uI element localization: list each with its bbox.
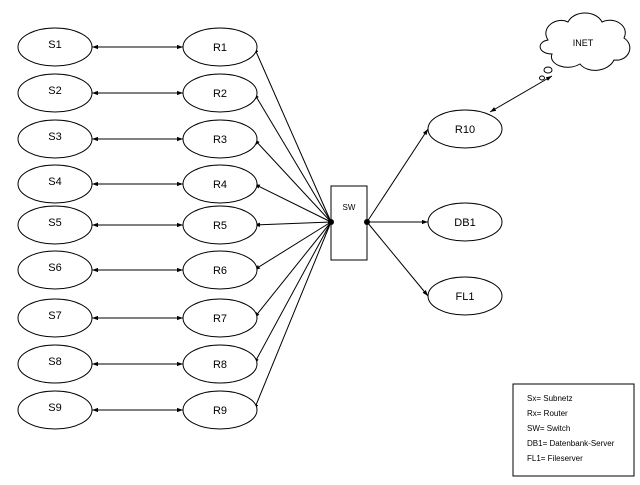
edge-sw-r2 <box>253 92 332 223</box>
edge-sw-r3 <box>253 138 332 223</box>
cloud-bubble <box>543 66 553 74</box>
router-label: R4 <box>213 179 227 191</box>
legend-item: FL1= Fileserver <box>527 454 583 463</box>
subnet-node <box>17 27 93 67</box>
edges-layer <box>92 44 553 413</box>
switch-port-left <box>328 219 334 225</box>
subnet-node <box>17 344 93 384</box>
subnet-label: S2 <box>48 85 61 97</box>
server-label: DB1 <box>454 217 475 229</box>
cloud-shape <box>539 12 631 71</box>
edge-sw-r7 <box>253 221 332 319</box>
server-node <box>427 276 503 316</box>
router-node <box>182 298 258 338</box>
subnet-label: S6 <box>48 262 61 274</box>
router-label: R2 <box>213 88 227 100</box>
switch-label: SW <box>343 203 356 212</box>
subnet-label: S7 <box>48 310 61 322</box>
legend-item: DB1= Datenbank-Server <box>527 439 615 448</box>
router-node <box>182 164 258 204</box>
router-node <box>182 119 258 159</box>
subnet-node <box>17 390 93 430</box>
legend-item: SW= Switch <box>527 424 570 433</box>
router-node <box>182 73 258 113</box>
subnet-label: S5 <box>48 217 61 229</box>
internet-cloud: INET <box>539 12 631 81</box>
router-node <box>182 390 258 430</box>
edge-sw-r4 <box>253 183 332 223</box>
subnet-node <box>17 164 93 204</box>
legend-item: Sx= Subnetz <box>527 394 573 403</box>
legend-item: Rx= Router <box>527 409 568 418</box>
router-label: R1 <box>213 42 227 54</box>
switch-node <box>330 185 368 261</box>
subnet-label: S4 <box>48 176 61 188</box>
edge-sw-r6 <box>253 221 332 271</box>
server-label: R10 <box>455 124 475 136</box>
subnet-label: S9 <box>48 402 61 414</box>
legend: Sx= Subnetz Rx= Router SW= Switch DB1= D… <box>512 383 635 477</box>
router-label: R3 <box>213 134 227 146</box>
router-node <box>182 27 258 67</box>
router-node <box>182 344 258 384</box>
subnet-node <box>17 250 93 290</box>
router-label: R5 <box>213 220 227 232</box>
subnet-node <box>17 298 93 338</box>
subnet-label: S1 <box>48 39 61 51</box>
router-label: R6 <box>213 265 227 277</box>
subnet-node <box>17 205 93 245</box>
subnet-label: S8 <box>48 356 61 368</box>
edge-sw-r10 <box>366 128 429 223</box>
router-node <box>182 250 258 290</box>
edge-sw-r1 <box>253 46 332 223</box>
subnet-node <box>17 73 93 113</box>
edge-sw-r8 <box>253 221 332 365</box>
router-label: R8 <box>213 359 227 371</box>
server-label: FL1 <box>456 291 475 303</box>
legend-box <box>512 383 635 477</box>
edge-r10-inet <box>489 75 553 113</box>
subnet-node <box>17 119 93 159</box>
server-node <box>427 202 503 242</box>
router-label: R7 <box>213 313 227 325</box>
router-label: R9 <box>213 405 227 417</box>
router-node <box>182 205 258 245</box>
edge-sw-r9 <box>253 221 332 411</box>
server-node <box>427 109 503 149</box>
edge-sw-fl1 <box>366 221 429 297</box>
cloud-label: INET <box>573 38 594 48</box>
switch-port-right <box>364 219 370 225</box>
cloud-bubble <box>539 75 545 81</box>
subnet-label: S3 <box>48 131 61 143</box>
edge-sw-r5 <box>253 221 332 227</box>
